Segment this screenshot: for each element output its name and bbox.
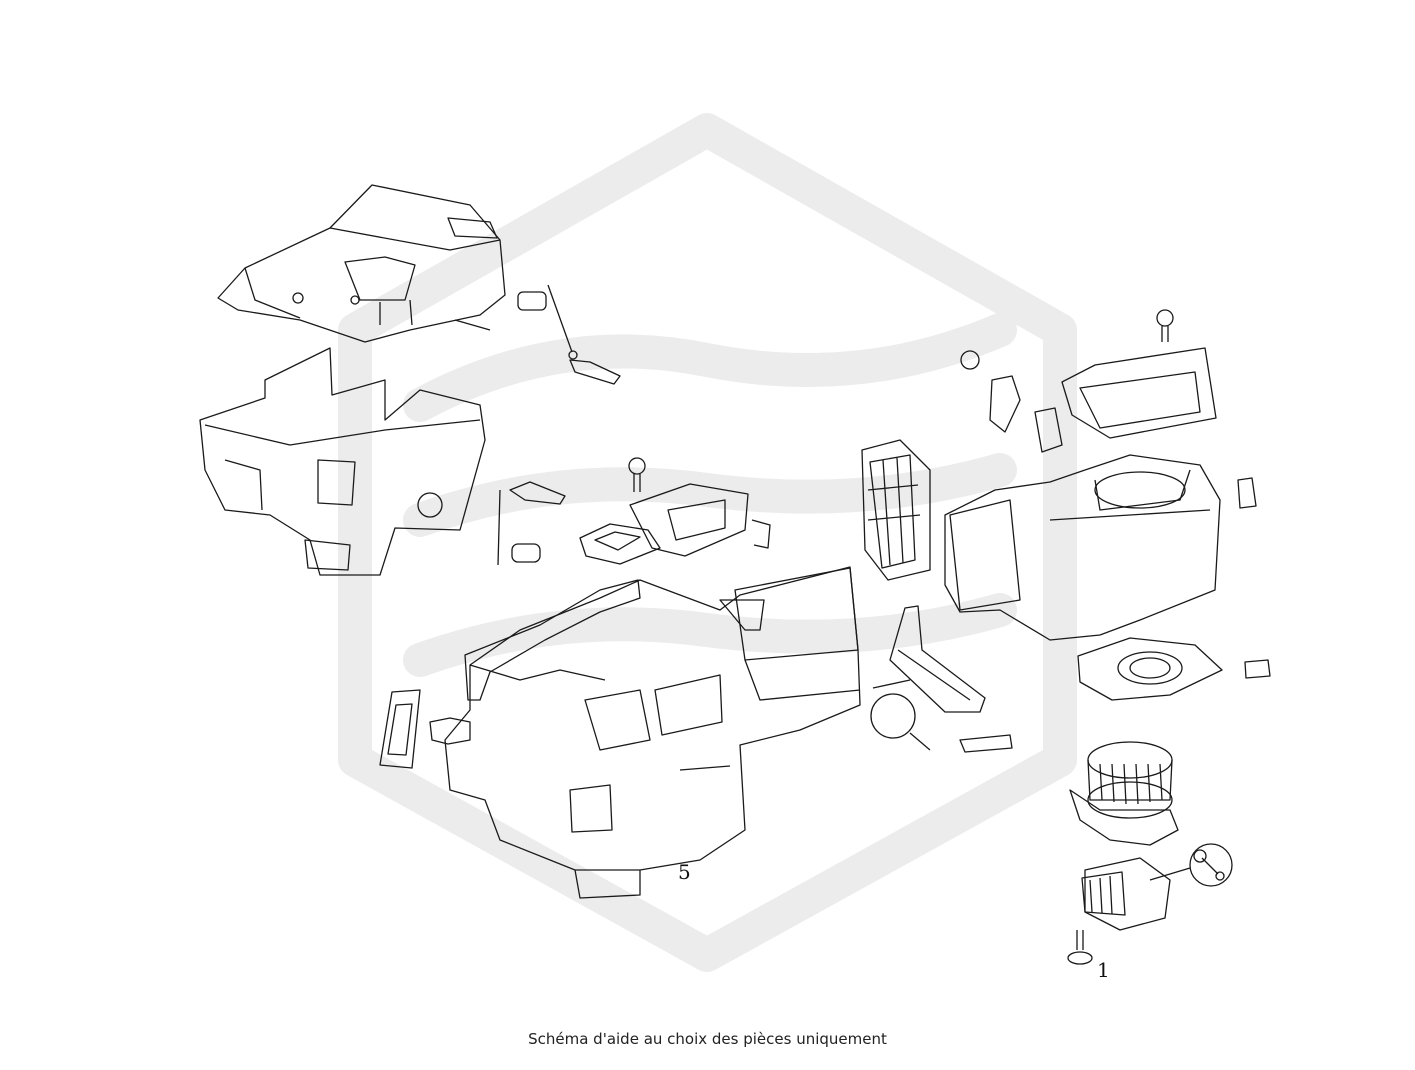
blower-mounting-ring[interactable] <box>1077 637 1223 701</box>
callout-number-1: 1 <box>1097 958 1110 982</box>
screw-fastener-top[interactable] <box>1156 309 1174 342</box>
wrench-icon[interactable] <box>1149 843 1233 887</box>
distribution-housing-cover[interactable] <box>217 184 506 343</box>
duct-flap-left[interactable] <box>379 689 421 769</box>
blower-housing[interactable] <box>944 454 1221 641</box>
air-duct-seal[interactable] <box>579 483 771 565</box>
cabin-air-filter[interactable] <box>861 439 931 581</box>
sealing-strip[interactable] <box>889 605 986 713</box>
mounting-bracket[interactable] <box>464 579 641 701</box>
callout-number-5: 5 <box>678 860 691 884</box>
temperature-sensor[interactable] <box>497 481 566 566</box>
actuator-motor[interactable] <box>517 284 621 385</box>
diagram-disclaimer-caption: Schéma d'aide au choix des pièces unique… <box>528 1030 887 1048</box>
lower-housing-left[interactable] <box>199 347 486 576</box>
clip-right[interactable] <box>1237 477 1271 679</box>
blower-motor-fan[interactable] <box>1069 741 1179 846</box>
screw-fastener-bottom[interactable] <box>1067 930 1093 965</box>
main-heater-box[interactable] <box>429 566 861 899</box>
blower-resistor[interactable] <box>1081 857 1171 931</box>
air-intake-frame[interactable] <box>1061 347 1217 439</box>
brand-logo-watermark <box>338 113 1077 972</box>
resistor-connector[interactable] <box>960 350 1063 453</box>
detail-callout-circle <box>870 679 1013 753</box>
screw-fastener[interactable] <box>628 457 646 492</box>
